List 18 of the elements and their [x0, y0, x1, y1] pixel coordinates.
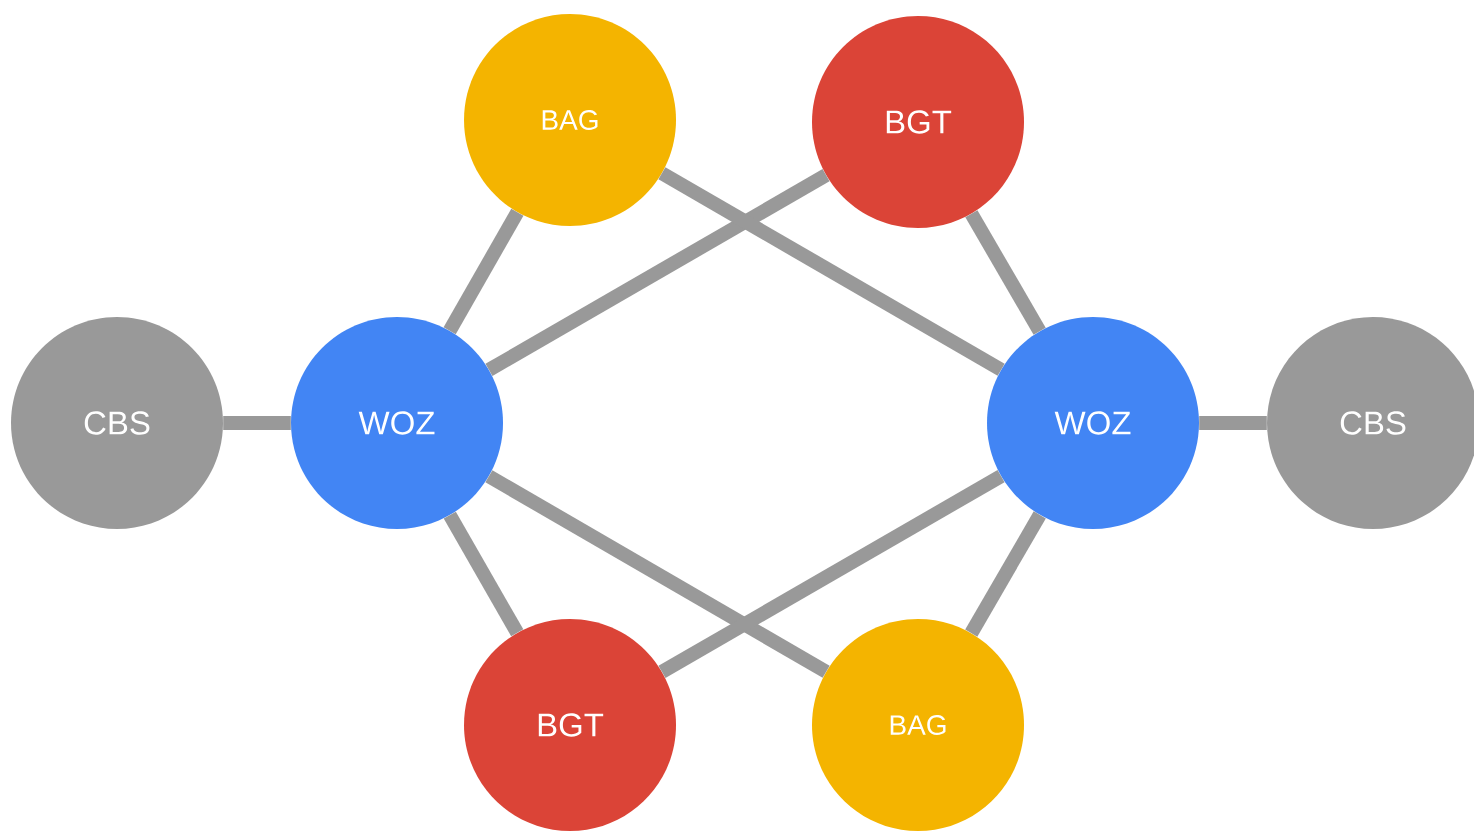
connector-line	[965, 511, 1046, 637]
connector-line	[443, 208, 524, 335]
network-node: WOZ	[987, 317, 1199, 529]
network-node: BGT	[812, 16, 1024, 228]
connector-line	[443, 511, 524, 637]
network-node: CBS	[11, 317, 223, 529]
network-node: WOZ	[291, 317, 503, 529]
connector-line	[658, 470, 1005, 678]
connector-line	[658, 167, 1005, 376]
network-node: BAG	[464, 14, 676, 226]
connector-line	[1199, 416, 1267, 430]
connector-line	[223, 416, 291, 430]
connector-line	[485, 169, 830, 376]
network-node: CBS	[1267, 317, 1474, 529]
connector-line	[485, 470, 830, 678]
network-node: BAG	[812, 619, 1024, 831]
network-node: BGT	[464, 619, 676, 831]
connector-line	[965, 210, 1046, 335]
